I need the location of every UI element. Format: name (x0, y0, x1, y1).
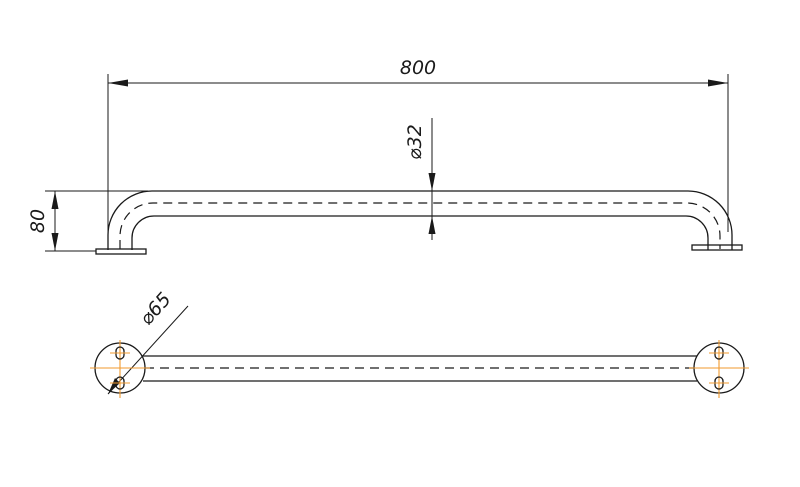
arrow-diameter-top (428, 173, 436, 191)
right-flange-side (691, 244, 743, 251)
bar-inner-edge (131, 215, 709, 250)
front-view: 800 80 ⌀32 (27, 57, 743, 255)
flange-diameter-leader (107, 305, 189, 395)
arrow-bottom (51, 233, 59, 251)
flange-arrow (108, 378, 120, 394)
arrow-left (108, 79, 128, 87)
arrow-top (51, 191, 59, 209)
bar-side-profile (95, 190, 743, 255)
top-view: ⌀65 (90, 288, 749, 398)
height-dimension: 80 (27, 190, 148, 252)
left-flange-side (95, 248, 147, 255)
arrow-right (708, 79, 728, 87)
tube-diameter-label: ⌀32 (404, 124, 426, 160)
flange-diameter-label: ⌀65 (135, 288, 175, 329)
right-flange-top (689, 340, 749, 398)
left-flange-top (90, 340, 150, 398)
bar-top-profile (143, 355, 697, 382)
length-dimension: 800 (107, 57, 729, 248)
tube-diameter-dimension: ⌀32 (404, 118, 436, 240)
arrow-diameter-bottom (428, 216, 436, 234)
height-dimension-label: 80 (27, 209, 49, 233)
bar-outer-edge (107, 190, 733, 250)
bar-centerline (119, 202, 721, 249)
length-dimension-label: 800 (400, 57, 436, 79)
